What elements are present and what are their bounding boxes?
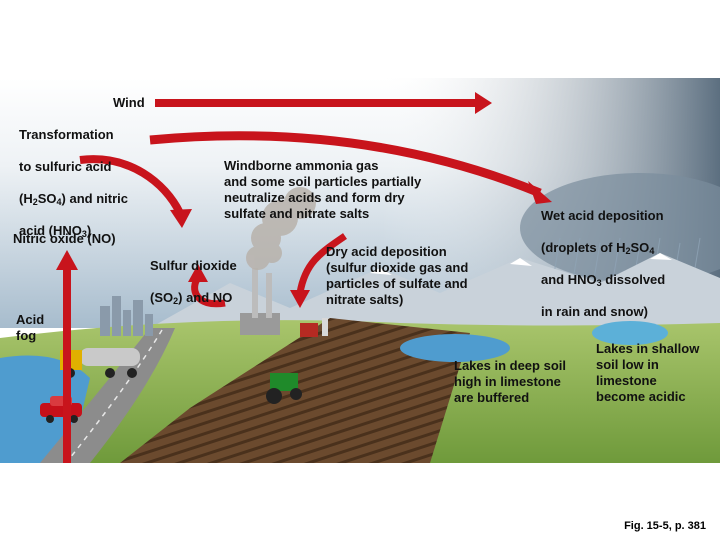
transformation-line-4: acid (HNO3) [19, 223, 92, 239]
acid-deposition-scene [0, 78, 720, 463]
sulfur-dioxide-line-1: Sulfur dioxide [150, 258, 237, 273]
transformation-arrowhead [528, 181, 552, 204]
transformation-line-1: Transformation [19, 127, 114, 142]
transformation-line-2: to sulfuric acid [19, 159, 112, 174]
lake-shallow-soil [592, 321, 668, 345]
wet-acid-line-2: (droplets of H2SO4 [541, 240, 655, 256]
lakes-deep-soil-label: Lakes in deep soil high in limestone are… [454, 358, 566, 405]
windborne-arrow [79, 155, 184, 215]
wet-acid-line-4: in rain and snow) [541, 304, 648, 319]
farm-buildings [300, 318, 328, 337]
figure-caption: Fig. 15-5, p. 381 [624, 520, 706, 532]
dry-deposition-arrowhead [290, 290, 310, 308]
city-skyline [100, 296, 153, 336]
road [40, 328, 175, 463]
mountains [150, 253, 720, 338]
acid-fog-label: Acid fog [16, 312, 45, 343]
storm-cloud [520, 173, 720, 283]
transformation-line-3: (H2SO4) and nitric [19, 191, 128, 207]
transformation-arrow [149, 131, 542, 198]
factory [240, 268, 280, 335]
windborne-arrowhead [170, 209, 192, 228]
wet-acid-deposition-label: Wet acid deposition (droplets of H2SO4 a… [541, 192, 665, 320]
wet-acid-line-3: and HNO3 dissolved [541, 272, 666, 288]
transformation-label: Transformation to sulfuric acid (H2SO4) … [19, 111, 128, 239]
sulfur-dioxide-arrowhead [188, 264, 208, 282]
sulfur-dioxide-label: Sulfur dioxide (SO2) and NO [150, 242, 237, 306]
wind-label: Wind [113, 95, 145, 110]
snow-caps [370, 253, 672, 275]
windborne-label: Windborne ammonia gas and some soil part… [224, 158, 422, 221]
tractor [266, 373, 302, 404]
nitric-oxide-label: Nitric oxide (NO) [13, 231, 116, 246]
lakes-shallow-soil-label: Lakes in shallow soil low in limestone b… [596, 341, 700, 404]
dry-deposition-arrow [296, 233, 347, 294]
nitric-oxide-arrow [56, 250, 78, 463]
wet-acid-line-1: Wet acid deposition [541, 208, 664, 223]
lake-deep-soil [400, 334, 510, 362]
wind-arrow [155, 92, 492, 114]
sulfur-dioxide-line-2: (SO2) and NO [150, 290, 233, 306]
smoke-plume [246, 187, 316, 270]
road-line [65, 329, 163, 463]
dry-acid-deposition-label: Dry acid deposition (sulfur dioxide gas … [326, 244, 469, 307]
